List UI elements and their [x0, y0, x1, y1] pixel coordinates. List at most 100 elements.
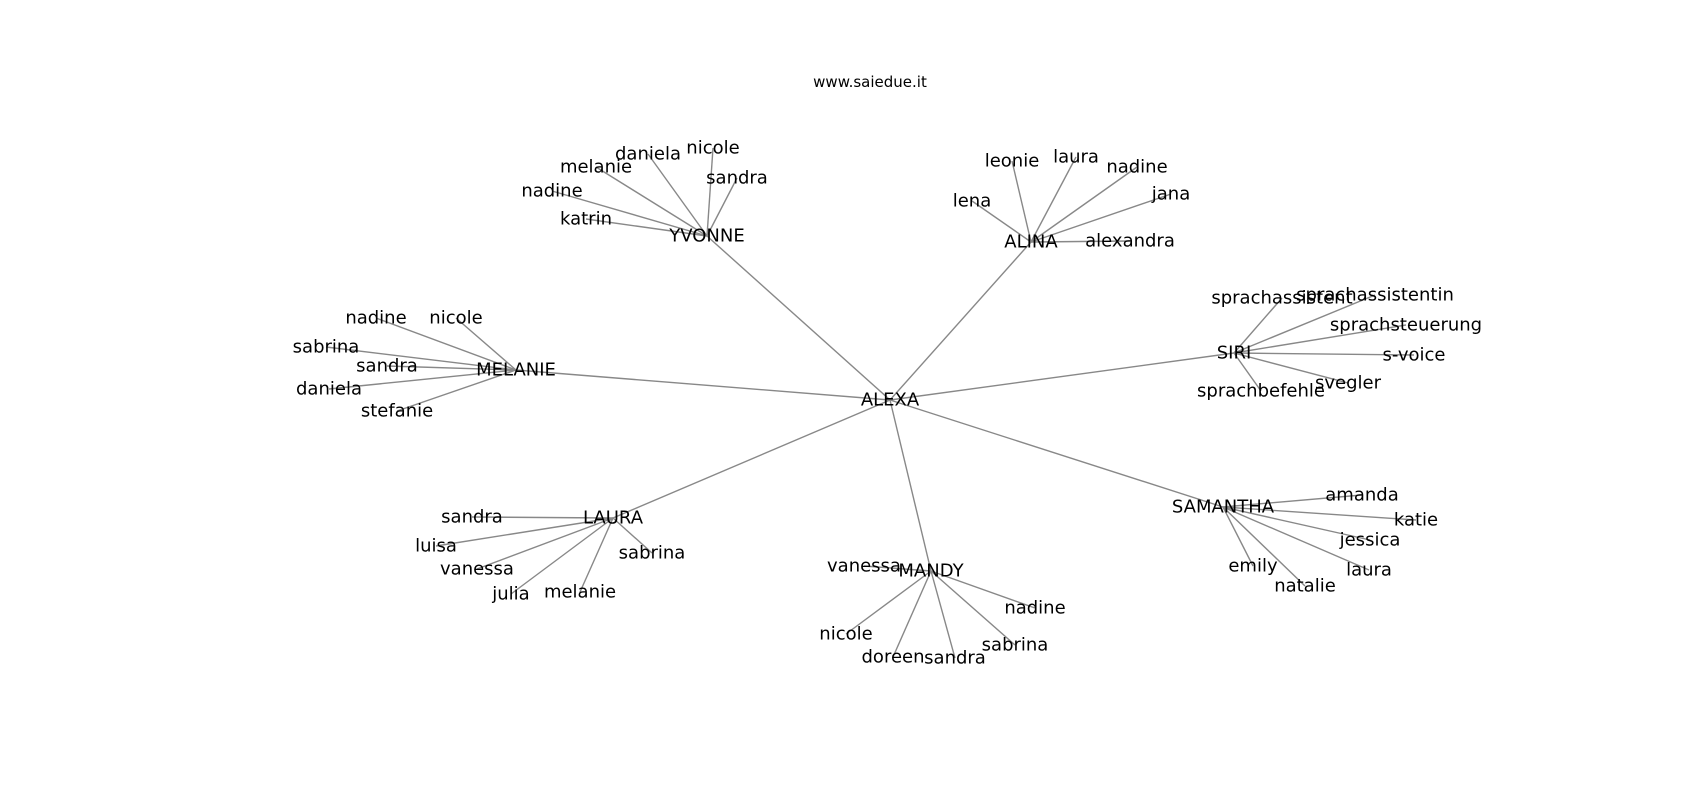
- node-leaf-label: sabrina: [982, 635, 1049, 656]
- node-leaf-label: doreen: [862, 647, 925, 668]
- node-leaf-label: sandra: [924, 648, 986, 669]
- node-leaf-label: laura: [1346, 560, 1392, 581]
- node-hub-label: LAURA: [583, 508, 644, 529]
- node-leaf-label: emily: [1228, 556, 1278, 577]
- node-leaf-label: nadine: [1106, 157, 1167, 178]
- node-leaf-label: laura: [1053, 147, 1099, 168]
- edge-alina-nadine: [1030, 166, 1138, 243]
- node-leaf-label: sandra: [356, 356, 418, 377]
- edge-melanie-nicole: [455, 317, 517, 371]
- edge-alina-lena: [971, 200, 1032, 243]
- node-leaf-label: alexandra: [1085, 231, 1175, 252]
- edge-alexa-siri: [889, 352, 1235, 401]
- node-leaf-label: vanessa: [440, 559, 514, 580]
- node-center-label: ALEXA: [861, 390, 920, 411]
- node-hub-label: SAMANTHA: [1172, 497, 1275, 518]
- node-leaf-label: sabrina: [293, 337, 360, 358]
- node-leaf-label: sabrina: [619, 543, 686, 564]
- node-leaf-label: daniela: [296, 379, 362, 400]
- edge-melanie-sabrina: [325, 346, 517, 371]
- node-leaf-label: sprachassistentin: [1296, 285, 1454, 306]
- edge-siri-svegler: [1233, 352, 1349, 384]
- edge-siri-s-voice: [1233, 352, 1415, 356]
- edge-laura-melanie: [579, 517, 614, 593]
- edge-samantha-katie: [1222, 506, 1417, 521]
- edge-samantha-jessica: [1222, 506, 1371, 541]
- node-hub-label: MELANIE: [476, 360, 556, 381]
- edge-alexa-melanie: [515, 369, 891, 401]
- node-leaf-label: lena: [953, 191, 992, 212]
- node-leaf-label: sprachassistent: [1211, 288, 1352, 309]
- node-leaf-label: nicole: [819, 624, 872, 645]
- edge-laura-sandra: [471, 516, 614, 519]
- edge-melanie-sandra: [386, 365, 517, 371]
- edge-melanie-nadine: [375, 317, 517, 371]
- node-leaf-label: nadine: [521, 181, 582, 202]
- edge-mandy-sandra: [930, 570, 956, 659]
- edge-yvonne-daniela: [647, 153, 708, 237]
- edge-alexa-mandy: [889, 399, 932, 572]
- edge-alexa-laura: [612, 399, 891, 519]
- node-hub-label: ALINA: [1004, 232, 1058, 253]
- node-leaf-label: katrin: [560, 209, 612, 230]
- node-leaf-label: julia: [491, 584, 529, 605]
- edge-alina-alexandra: [1030, 240, 1131, 243]
- edge-alina-jana: [1030, 193, 1172, 243]
- edge-alexa-yvonne: [706, 235, 891, 401]
- node-hub-label: SIRI: [1217, 343, 1252, 364]
- edge-alexa-alina: [889, 241, 1032, 401]
- node-leaf-label: svegler: [1315, 373, 1382, 394]
- node-leaf-label: jessica: [1339, 530, 1401, 551]
- node-leaf-label: leonie: [985, 151, 1040, 172]
- edge-samantha-natalie: [1222, 506, 1306, 587]
- node-hub-label: YVONNE: [668, 226, 744, 247]
- edge-siri-sprachbefehle: [1233, 352, 1262, 392]
- node-hub-label: MANDY: [898, 561, 964, 582]
- node-leaf-label: amanda: [1325, 485, 1398, 506]
- edge-siri-sprachsteuerung: [1233, 324, 1407, 354]
- edge-yvonne-nadine: [551, 190, 708, 237]
- edge-mandy-vanessa: [863, 565, 932, 572]
- edge-yvonne-sandra: [706, 177, 738, 237]
- node-leaf-label: luisa: [415, 536, 457, 557]
- site-url-label: www.saiedue.it: [813, 73, 927, 91]
- node-leaf-label: melanie: [544, 582, 616, 603]
- edge-mandy-nicole: [845, 570, 932, 635]
- node-leaf-label: jana: [1151, 184, 1190, 205]
- edge-alina-leonie: [1011, 160, 1032, 243]
- edge-melanie-daniela: [328, 369, 517, 390]
- edge-samantha-emily: [1222, 506, 1254, 567]
- node-leaf-label: melanie: [560, 157, 632, 178]
- edge-laura-sabrina: [612, 517, 653, 554]
- node-leaf-label: sandra: [441, 507, 503, 528]
- node-leaf-label: vanessa: [827, 556, 901, 577]
- edge-alexa-samantha: [889, 399, 1224, 508]
- node-leaf-label: nicole: [686, 138, 739, 159]
- edge-mandy-doreen: [892, 570, 932, 658]
- node-leaf-label: katie: [1394, 510, 1438, 531]
- node-leaf-label: natalie: [1274, 576, 1336, 597]
- edge-laura-vanessa: [476, 517, 614, 570]
- edge-yvonne-melanie: [595, 166, 708, 237]
- node-leaf-label: sprachbefehle: [1197, 381, 1325, 402]
- node-leaf-label: nicole: [429, 308, 482, 329]
- node-leaf-label: s-voice: [1382, 345, 1445, 366]
- edge-mandy-sabrina: [930, 570, 1016, 646]
- edge-siri-sprachassistent: [1233, 297, 1283, 354]
- edge-samantha-laura: [1222, 506, 1370, 571]
- edge-yvonne-nicole: [706, 147, 714, 237]
- edge-samantha-amanda: [1222, 494, 1363, 508]
- edge-mandy-nadine: [930, 570, 1036, 609]
- node-leaf-label: nadine: [1004, 598, 1065, 619]
- graph-edges: [325, 147, 1417, 659]
- edge-yvonne-katrin: [585, 218, 708, 237]
- node-leaf-label: daniela: [615, 144, 681, 165]
- node-leaf-label: sandra: [706, 168, 768, 189]
- edge-melanie-stefanie: [396, 369, 517, 412]
- node-leaf-label: stefanie: [361, 401, 433, 422]
- node-leaf-label: nadine: [345, 308, 406, 329]
- node-leaf-label: sprachsteuerung: [1330, 315, 1482, 336]
- edge-siri-sprachassistentin: [1233, 294, 1376, 354]
